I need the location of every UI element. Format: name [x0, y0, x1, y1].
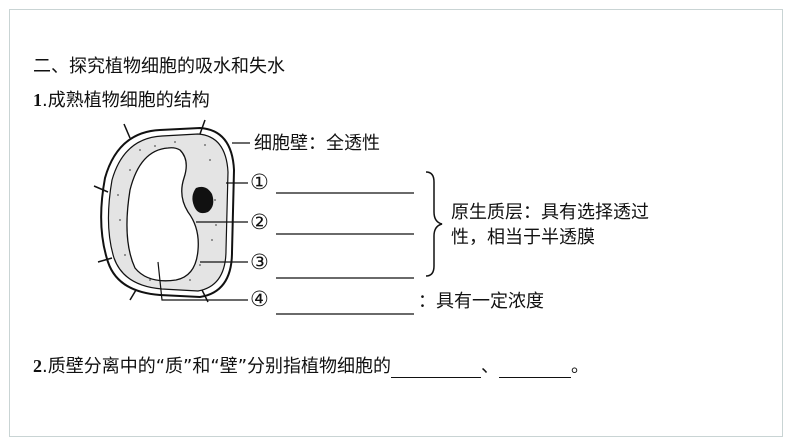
answer-blank-1[interactable]	[391, 359, 482, 378]
marker-3: ③	[250, 250, 269, 274]
cell-wall-label: 细胞壁：全透性	[254, 133, 380, 154]
question-1: 1.成熟植物细胞的结构	[33, 89, 210, 112]
slide-frame	[9, 9, 783, 437]
protoplast-label-line1: 原生质层：具有选择透过	[451, 202, 649, 223]
section-heading: 二、探究植物细胞的吸水和失水	[33, 56, 285, 77]
question-2-text: .质壁分离中的“质”和“壁”分别指植物细胞的	[42, 356, 392, 377]
question-2-number: 2	[33, 356, 42, 376]
marker-1: ①	[250, 170, 269, 194]
question-1-title: .成熟植物细胞的结构	[42, 90, 210, 111]
curly-brace	[425, 171, 443, 277]
cytoplasm-dots	[117, 141, 217, 281]
marker-2: ②	[250, 210, 269, 234]
question-2-end: 。	[571, 356, 590, 377]
protoplast-label-line2: 性，相当于半透膜	[451, 227, 595, 248]
answer-blank-2[interactable]	[499, 359, 572, 378]
vacuole	[126, 147, 199, 282]
question-2: 2.质壁分离中的“质”和“壁”分别指植物细胞的 、 。	[33, 355, 589, 378]
question-1-number: 1	[33, 90, 42, 110]
marker-4: ④	[250, 287, 269, 311]
marker-4-description: ：具有一定浓度	[418, 291, 544, 312]
question-2-separator: 、	[481, 356, 500, 377]
nucleus	[192, 186, 214, 214]
cell-wall-outer	[100, 126, 236, 299]
